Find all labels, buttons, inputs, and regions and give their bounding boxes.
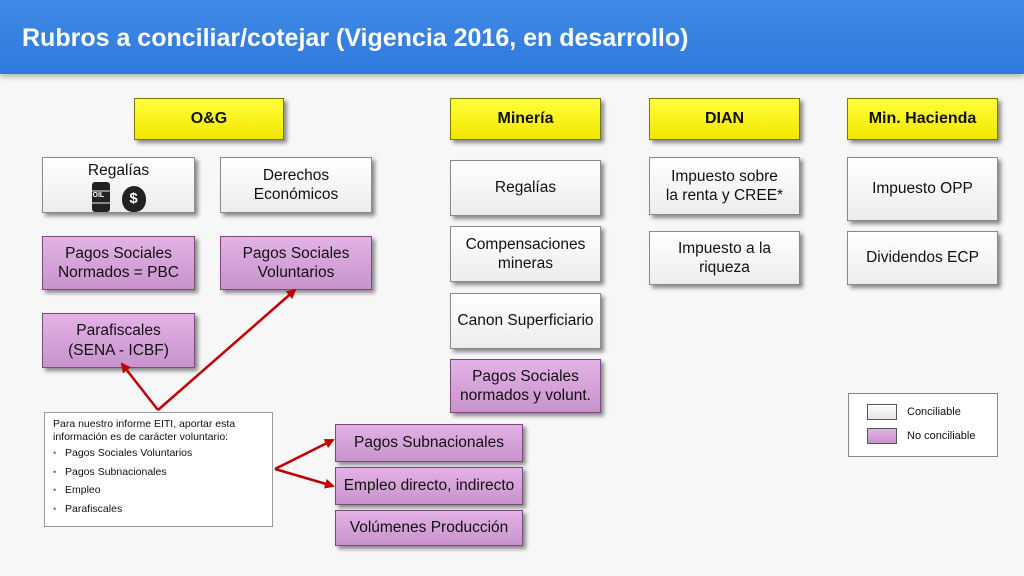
oil-label: OIL [92, 192, 105, 200]
hacienda-dividendos-label: Dividendos ECP [866, 249, 979, 267]
money-bag-icon: $ [121, 186, 146, 213]
header-hacienda-label: Min. Hacienda [868, 110, 977, 127]
volumenes-box: Volúmenes Producción [335, 510, 523, 546]
arrow-to-pagos-voluntarios [157, 288, 297, 411]
legend-label-conciliable: Conciliable [907, 406, 961, 418]
og-pagos-normados-label: Pagos Sociales Normados = PBC [57, 244, 180, 281]
list-item: Empleo [53, 484, 264, 497]
header-og: O&G [134, 98, 284, 140]
og-derechos-label: Derechos Económicos [253, 166, 339, 203]
mineria-pagos-sociales-label: Pagos Sociales normados y volunt. [460, 367, 591, 404]
og-pagos-voluntarios-label: Pagos Sociales Voluntarios [242, 244, 350, 281]
pagos-subnacionales-box: Pagos Subnacionales [335, 424, 523, 462]
dian-renta-box: Impuesto sobre la renta y CREE* [649, 157, 800, 215]
list-item: Pagos Sociales Voluntarios [53, 447, 264, 460]
mineria-regalias-box: Regalías [450, 160, 601, 216]
legend-swatch-conciliable [867, 404, 897, 420]
legend-row-conciliable: Conciliable [867, 404, 961, 420]
eiti-note-intro: Para nuestro informe EITI, aportar esta … [53, 418, 236, 443]
og-parafiscales-box: Parafiscales (SENA - ICBF) [42, 313, 195, 368]
dian-riqueza-label: Impuesto a la riqueza [677, 239, 772, 276]
arrow-to-empleo [274, 467, 335, 489]
page-title: Rubros a conciliar/cotejar (Vigencia 201… [22, 24, 689, 52]
volumenes-label: Volúmenes Producción [349, 519, 509, 537]
hacienda-dividendos-box: Dividendos ECP [847, 231, 998, 285]
dian-renta-label: Impuesto sobre la renta y CREE* [665, 167, 784, 204]
empleo-box: Empleo directo, indirecto [335, 467, 523, 505]
og-derechos-box: Derechos Económicos [220, 157, 372, 213]
arrow-to-parafiscales [120, 362, 159, 411]
pagos-subnacionales-label: Pagos Subnacionales [354, 434, 504, 452]
header-hacienda: Min. Hacienda [847, 98, 998, 140]
arrow-to-pagos-subnacionales [274, 438, 335, 471]
hacienda-opp-label: Impuesto OPP [872, 180, 973, 198]
legend: Conciliable No conciliable [848, 393, 998, 457]
title-bar: Rubros a conciliar/cotejar (Vigencia 201… [0, 0, 1024, 74]
header-mineria-label: Minería [497, 110, 554, 127]
header-dian-label: DIAN [704, 110, 745, 127]
eiti-note: Para nuestro informe EITI, aportar esta … [44, 412, 273, 527]
dian-riqueza-box: Impuesto a la riqueza [649, 231, 800, 285]
header-og-label: O&G [190, 110, 228, 127]
empleo-label: Empleo directo, indirecto [343, 477, 515, 495]
mineria-canon-label: Canon Superficiario [457, 312, 594, 330]
og-pagos-normados-box: Pagos Sociales Normados = PBC [42, 236, 195, 290]
header-dian: DIAN [649, 98, 800, 140]
legend-swatch-no-conciliable [867, 428, 897, 444]
hacienda-opp-box: Impuesto OPP [847, 157, 998, 221]
mineria-canon-box: Canon Superficiario [450, 293, 601, 349]
legend-row-no-conciliable: No conciliable [867, 428, 975, 444]
og-regalias-label: Regalías [87, 162, 150, 179]
og-regalias-box: Regalías OIL $ [42, 157, 195, 213]
list-item: Parafiscales [53, 503, 264, 516]
header-mineria: Minería [450, 98, 601, 140]
og-parafiscales-label: Parafiscales (SENA - ICBF) [68, 322, 169, 359]
mineria-pagos-sociales-box: Pagos Sociales normados y volunt. [450, 359, 601, 413]
list-item: Pagos Subnacionales [53, 466, 264, 479]
money-symbol: $ [129, 190, 138, 207]
eiti-note-list: Pagos Sociales Voluntarios Pagos Subnaci… [53, 447, 264, 515]
mineria-compensaciones-box: Compensaciones mineras [450, 226, 601, 282]
legend-label-no-conciliable: No conciliable [907, 430, 976, 442]
mineria-regalias-label: Regalías [494, 179, 557, 197]
oil-barrel-icon: OIL [91, 182, 110, 213]
mineria-compensaciones-label: Compensaciones mineras [465, 235, 586, 272]
